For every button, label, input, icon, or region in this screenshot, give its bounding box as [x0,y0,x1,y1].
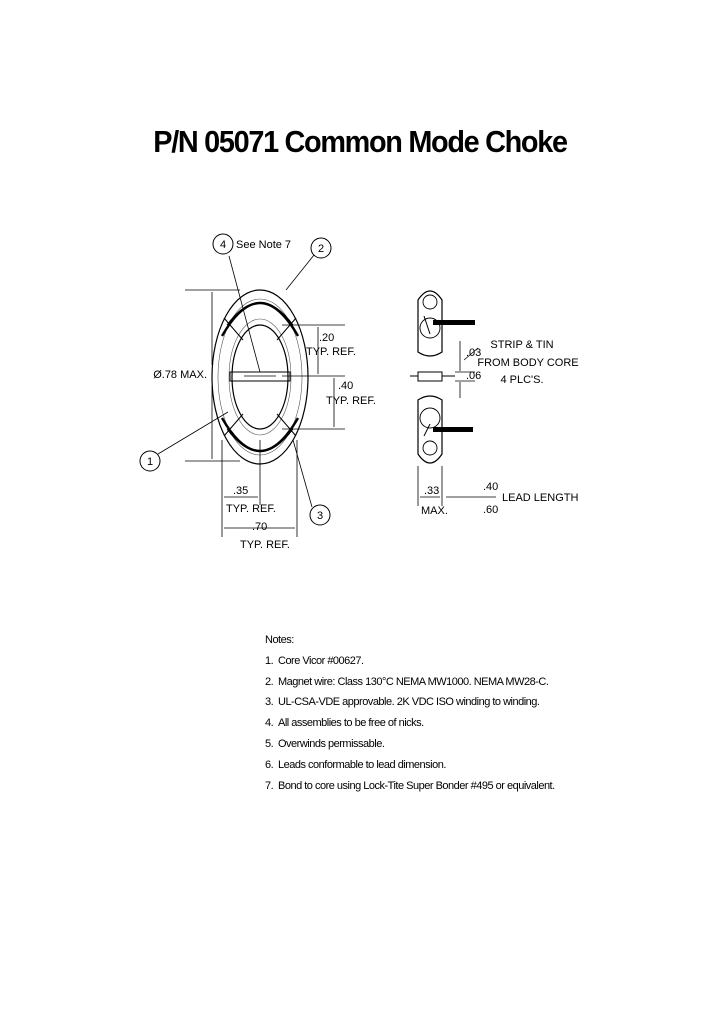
note-item: 2. Magnet wire: Class 130°C NEMA MW1000. … [265,672,555,693]
dim-lead-60: .60 [483,504,498,516]
core-hole-edge [231,324,289,430]
side-core-lower [417,395,443,464]
callout-circle-4 [212,233,234,255]
front-dimension-lines [185,289,345,537]
dim-33: .33 [424,485,439,497]
note-text: UL-CSA-VDE approvable. 2K VDC ISO windin… [278,696,540,709]
upper-winding [220,301,300,337]
note-number: 2. [265,675,274,688]
dim-70-typ-ref: TYP. REF. [240,539,290,551]
dim-lead-40: .40 [483,481,498,493]
choke-drawing: 4 See Note 7 2 1 3 Ø.78 MAX. .20 TYP. RE… [139,233,579,551]
note-item: 7. Bond to core using Lock-Tite Super Bon… [265,776,555,797]
tinned-lead-lower [433,427,473,432]
callout-circle-3 [309,504,331,526]
callout-label-4: 4 [220,239,226,251]
note-number: 4. [265,717,274,730]
strip-tin-line3: 4 PLC'S. [500,374,543,386]
core-outer-edge [211,289,309,465]
callout-circles [139,233,332,526]
tinned-lead-upper [433,320,475,325]
note-item: 5. Overwinds permissable. [265,734,555,755]
strip-tin-line1: STRIP & TIN [490,339,553,351]
note-item: 1. Core Vicor #00627. [265,651,555,672]
lead-length-label: LEAD LENGTH [502,492,578,504]
dim-70: .70 [252,521,267,533]
note-number: 1. [265,654,274,667]
dim-33-max: MAX. [421,505,448,517]
note-item: 6. Leads conformable to lead dimension. [265,755,555,776]
note-text: All assemblies to be free of nicks. [278,717,424,730]
dim-20-typ-ref: TYP. REF. [306,346,356,358]
dim-35: .35 [233,485,248,497]
note-text: Bond to core using Lock-Tite Super Bonde… [278,779,555,792]
note-number: 3. [265,696,274,709]
note-text: Overwinds permissable. [278,737,385,750]
dim-diameter: Ø.78 MAX. [153,369,207,381]
callout-label-1: 1 [147,456,153,468]
dim-35-typ-ref: TYP. REF. [226,503,276,515]
note-item: 3. UL-CSA-VDE approvable. 2K VDC ISO wind… [265,692,555,713]
note-text: Leads conformable to lead dimension. [278,758,446,771]
side-center-strip [417,371,443,382]
note-text: Core Vicor #00627. [278,654,364,667]
toroid-side-view [410,290,455,464]
strip-tin-line2: FROM BODY CORE [477,357,578,369]
callout-label-3: 3 [317,510,323,522]
notes-header: Notes: [265,634,294,646]
side-dimension-lines [417,341,496,506]
winding-inner [228,318,292,436]
dim-03: .03 [466,347,481,359]
dim-20: .20 [319,332,334,344]
note-text: Magnet wire: Class 130°C NEMA MW1000. NE… [278,675,549,688]
note-number: 6. [265,758,274,771]
note-number: 7. [265,779,274,792]
callout-label-2: 2 [318,243,324,255]
callout-circle-2 [310,237,332,259]
side-core-upper [417,290,443,357]
callout-circle-1 [139,450,161,472]
page-title: P/N 05071 Common Mode Choke [153,124,568,159]
note-number: 5. [265,737,274,750]
note-item: 4. All assemblies to be free of nicks. [265,713,555,734]
toroid-front-view [211,289,309,465]
center-bond-strip [229,371,291,382]
see-note-label: See Note 7 [236,239,291,251]
notes-block: Notes: 1. Core Vicor #00627. 2. Magnet wir… [265,630,555,796]
callout-leaders [157,254,315,508]
dim-06: .06 [466,370,481,382]
dim-40-typ-ref: TYP. REF. [326,395,376,407]
dim-40: .40 [338,380,353,392]
